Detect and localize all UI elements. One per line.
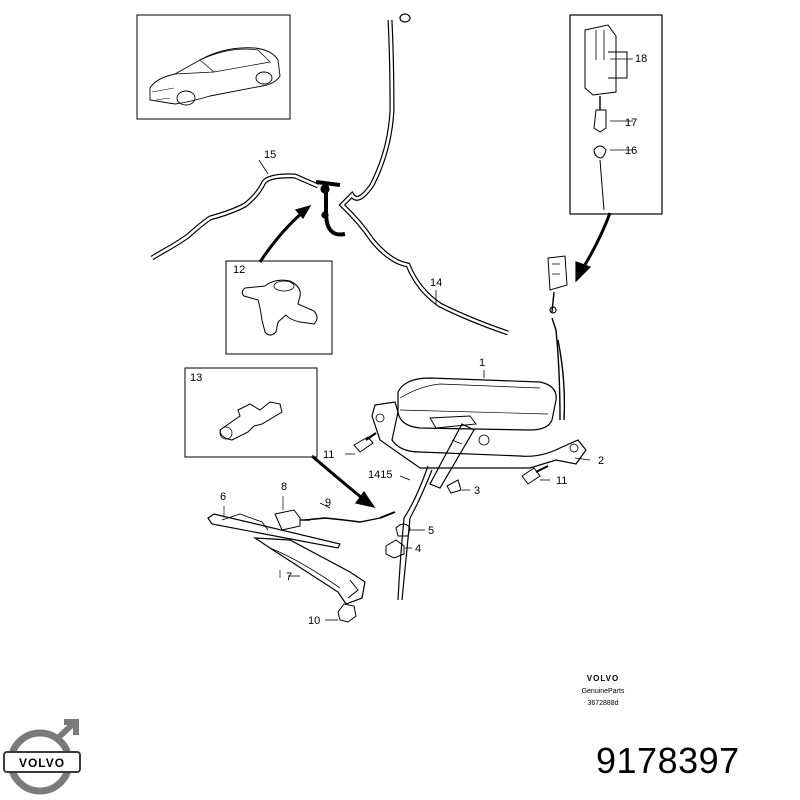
callout-labels: 15 14 12 13 18 17 16 1 2 11 11 1415 3 6 … [19, 53, 647, 770]
callout-18: 18 [635, 53, 647, 65]
callout-1415: 1415 [368, 469, 392, 481]
wiper-blade [207, 506, 341, 549]
logo-text: VOLVO [19, 756, 65, 770]
hose-14 [338, 19, 509, 336]
callout-8: 8 [281, 481, 287, 493]
callout-4: 4 [415, 543, 421, 555]
callout-3: 3 [474, 485, 480, 497]
wiper-arm [252, 537, 366, 605]
callout-14: 14 [430, 277, 442, 289]
leader-lines [258, 159, 591, 621]
callout-5: 5 [428, 525, 434, 537]
callout-13: 13 [190, 372, 202, 384]
inset-box-13 [184, 367, 318, 458]
callout-12: 12 [233, 264, 245, 276]
callout-17: 17 [625, 117, 637, 129]
callout-2: 2 [598, 455, 604, 467]
callout-15: 15 [264, 149, 276, 161]
hose-9 [304, 517, 381, 523]
callout-11-left: 11 [323, 449, 334, 461]
brand-name: VOLVO [587, 674, 619, 683]
inset-box-18 [569, 14, 663, 215]
diagram-code: 3672888d [587, 700, 618, 707]
wiper-motor [371, 377, 587, 489]
callout-11-right: 11 [556, 475, 567, 487]
callout-6: 6 [220, 491, 226, 503]
callout-1: 1 [479, 357, 485, 369]
part-number: 9178397 [596, 740, 740, 781]
callout-16: 16 [625, 145, 637, 157]
callout-9: 9 [325, 497, 331, 509]
bolt-11-left [353, 432, 377, 453]
car-thumbnail [136, 14, 291, 120]
hose-15 [150, 173, 319, 261]
bolt-11-right [521, 465, 549, 485]
callout-10: 10 [308, 615, 320, 627]
inset-box-12 [225, 260, 333, 355]
callout-7: 7 [286, 571, 292, 583]
brand-subtitle: GenuineParts [582, 688, 625, 695]
volvo-logo [3, 719, 81, 795]
hose-1415 [401, 469, 433, 601]
